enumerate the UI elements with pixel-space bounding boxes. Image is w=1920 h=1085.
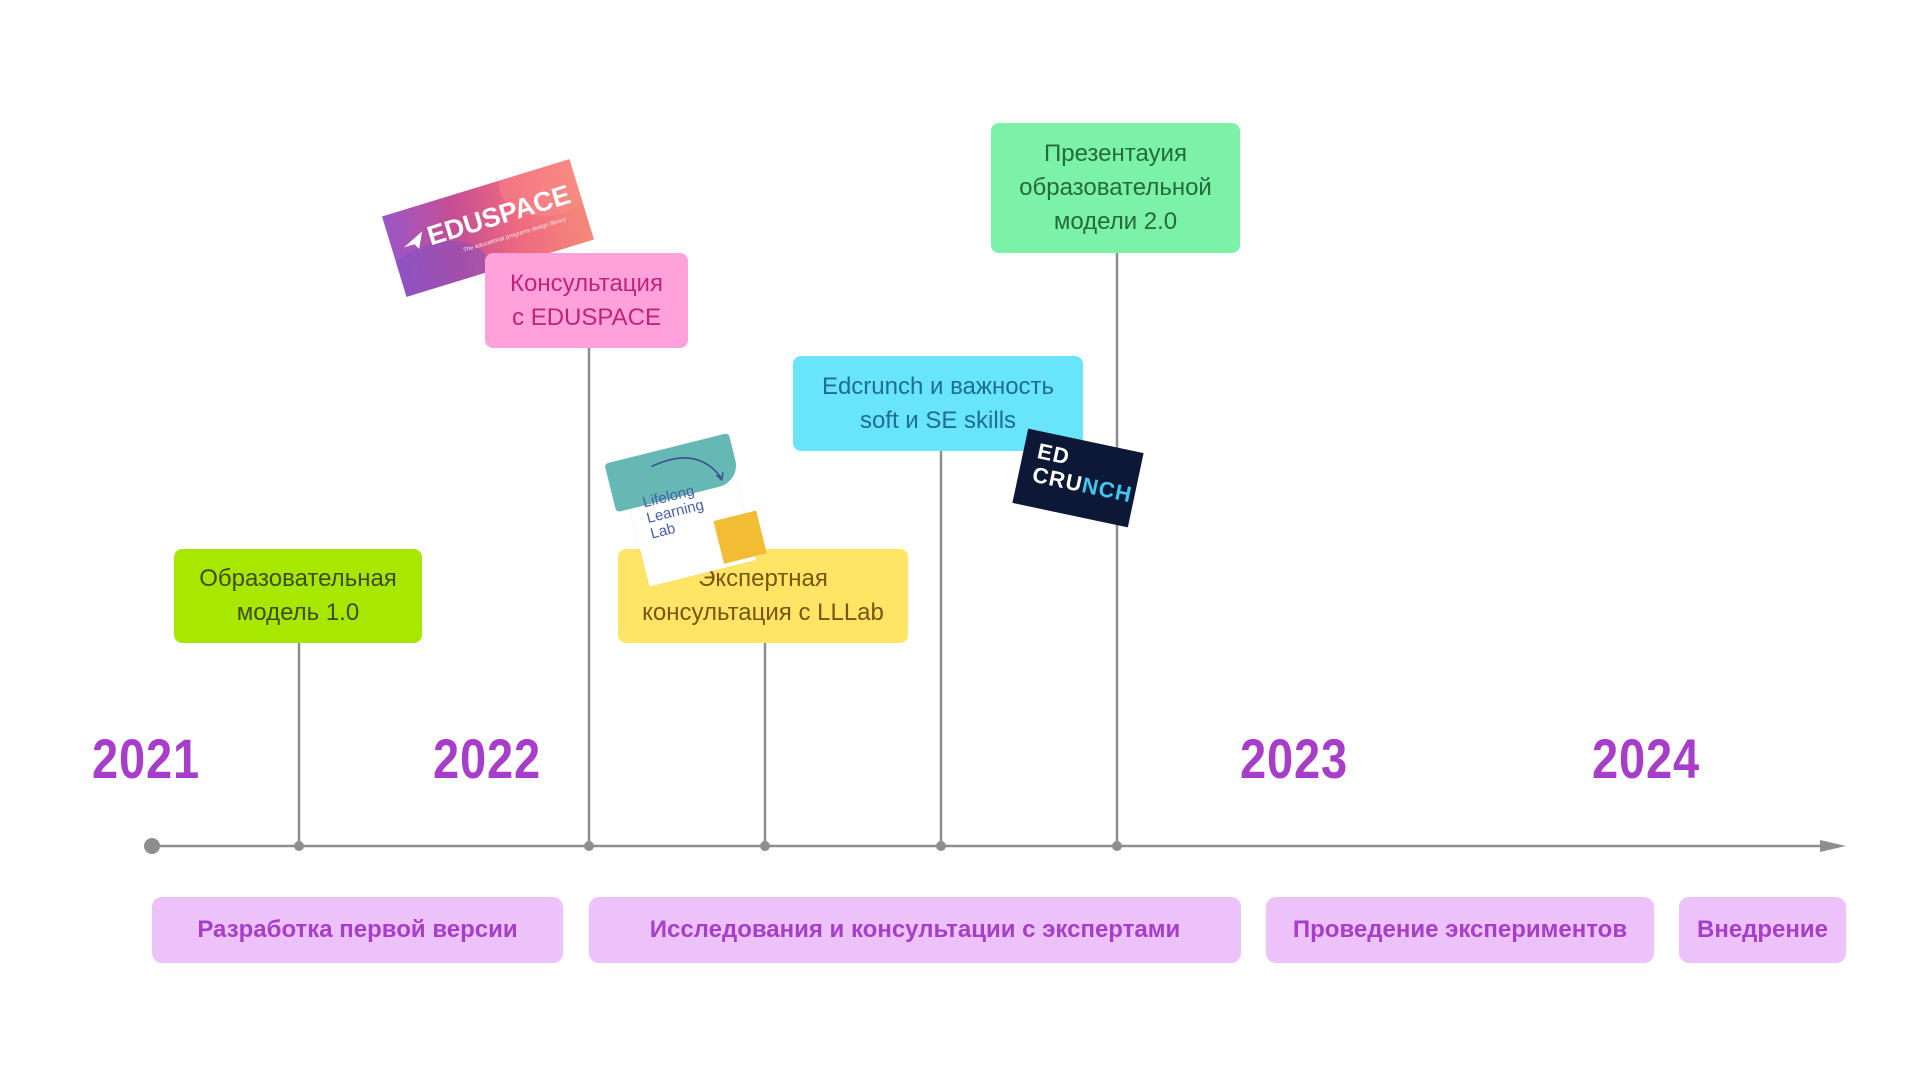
edcrunch-wordmark-line2: CRUNCH <box>1030 461 1135 508</box>
year-label-2022: 2022 <box>433 727 542 790</box>
phase-development[interactable]: Разработка первой версии <box>152 897 563 963</box>
year-label-2021: 2021 <box>92 727 201 790</box>
event-card-model-1[interactable]: Образовательная модель 1.0 <box>174 549 422 643</box>
axis-tick-dot <box>294 841 304 851</box>
lifelong-learning-lab-logo: Lifelong Learning Lab <box>604 430 771 590</box>
axis-tick-dot <box>584 841 594 851</box>
axis-tick-dot <box>1112 841 1122 851</box>
axis-tick-dot <box>760 841 770 851</box>
event-card-model-2[interactable]: Презентауия образовательной модели 2.0 <box>991 123 1240 253</box>
event-card-line: с EDUSPACE <box>512 303 661 331</box>
event-card-line: Консультация <box>510 269 663 297</box>
axis-tick-dot <box>936 841 946 851</box>
event-card-line: модели 2.0 <box>1053 208 1178 235</box>
event-card-line: soft и SE skills <box>859 406 1017 434</box>
paper-plane-icon <box>404 231 423 250</box>
year-label-2024: 2024 <box>1592 727 1701 790</box>
event-card-line: Презентауия <box>1044 140 1187 167</box>
event-card-line: консультация с LLLab <box>642 599 884 626</box>
event-card-line: Экспертная <box>698 565 828 592</box>
year-label-2023: 2023 <box>1240 727 1349 790</box>
event-card-line: модель 1.0 <box>236 599 360 626</box>
axis-arrowhead <box>1820 840 1846 852</box>
event-card-lllab[interactable]: Экспертная консультация с LLLab <box>618 549 908 643</box>
phase-experiments[interactable]: Проведение экспериментов <box>1266 897 1654 963</box>
event-card-line: Edcrunch и важность <box>821 372 1055 400</box>
axis-start-dot <box>144 838 160 854</box>
eduspace-logo: EDUSPACE The educational programs design… <box>382 159 594 297</box>
event-card-eduspace[interactable]: Консультация с EDUSPACE <box>485 253 688 348</box>
phase-research[interactable]: Исследования и консультации с экспертами <box>589 897 1241 963</box>
event-card-line: Образовательная <box>199 565 397 592</box>
arrow-curve-icon <box>651 457 724 482</box>
phase-implementation[interactable]: Внедрение <box>1679 897 1846 963</box>
event-card-line: образовательной <box>1019 174 1212 201</box>
